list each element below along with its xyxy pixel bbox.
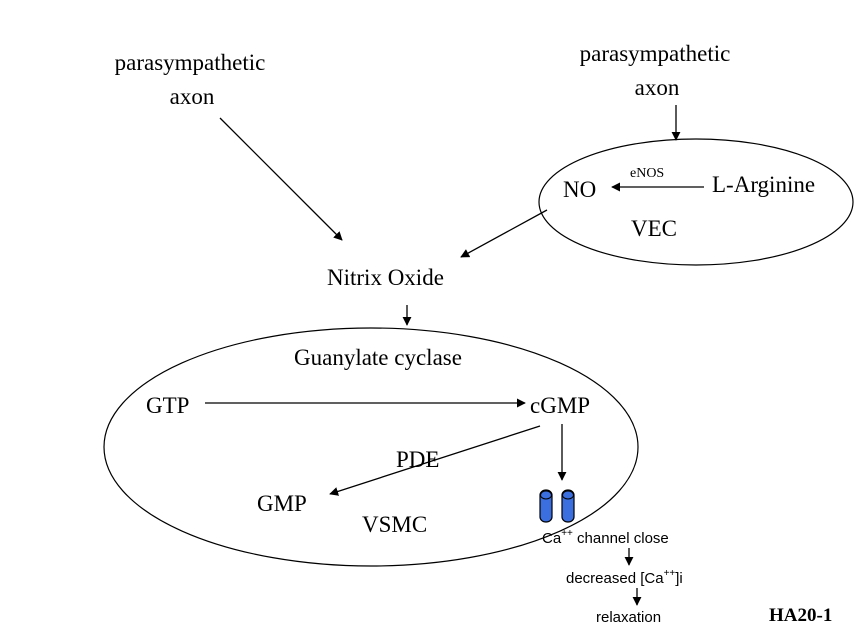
vec-cell-ellipse xyxy=(538,138,854,266)
cgmp-to-gmp-arrow xyxy=(329,425,541,496)
left-axon-arrow xyxy=(219,117,343,241)
right-axon-label-line1: parasympathetic xyxy=(580,41,731,66)
slide-id-label: HA20-1 xyxy=(769,605,832,626)
vsmc-label: VSMC xyxy=(362,512,427,537)
no-label: NO xyxy=(563,177,596,202)
gmp-label: GMP xyxy=(257,491,307,516)
gtp-label: GTP xyxy=(146,393,189,418)
pde-label: PDE xyxy=(396,447,439,472)
vec-to-no-arrow xyxy=(460,209,548,258)
left-axon-label-line2: axon xyxy=(170,84,215,109)
enos-label: eNOS xyxy=(630,166,664,181)
decreased-calcium-label: decreased [Ca++]i xyxy=(566,568,683,587)
vsmc-cell-ellipse xyxy=(103,327,639,567)
calcium-channel-icon xyxy=(539,489,575,523)
nitrix-oxide-label: Nitrix Oxide xyxy=(327,265,444,290)
l-arginine-label: L-Arginine xyxy=(712,172,815,197)
vec-label: VEC xyxy=(631,216,677,241)
left-axon-label-line1: parasympathetic xyxy=(115,50,266,75)
guanylate-cyclase-label: Guanylate cyclase xyxy=(294,345,462,370)
relaxation-label: relaxation xyxy=(596,609,661,626)
cgmp-label: cGMP xyxy=(530,393,590,418)
right-axon-label-line2: axon xyxy=(635,75,680,100)
calcium-channel-close-label: Ca++ channel close xyxy=(542,528,669,547)
